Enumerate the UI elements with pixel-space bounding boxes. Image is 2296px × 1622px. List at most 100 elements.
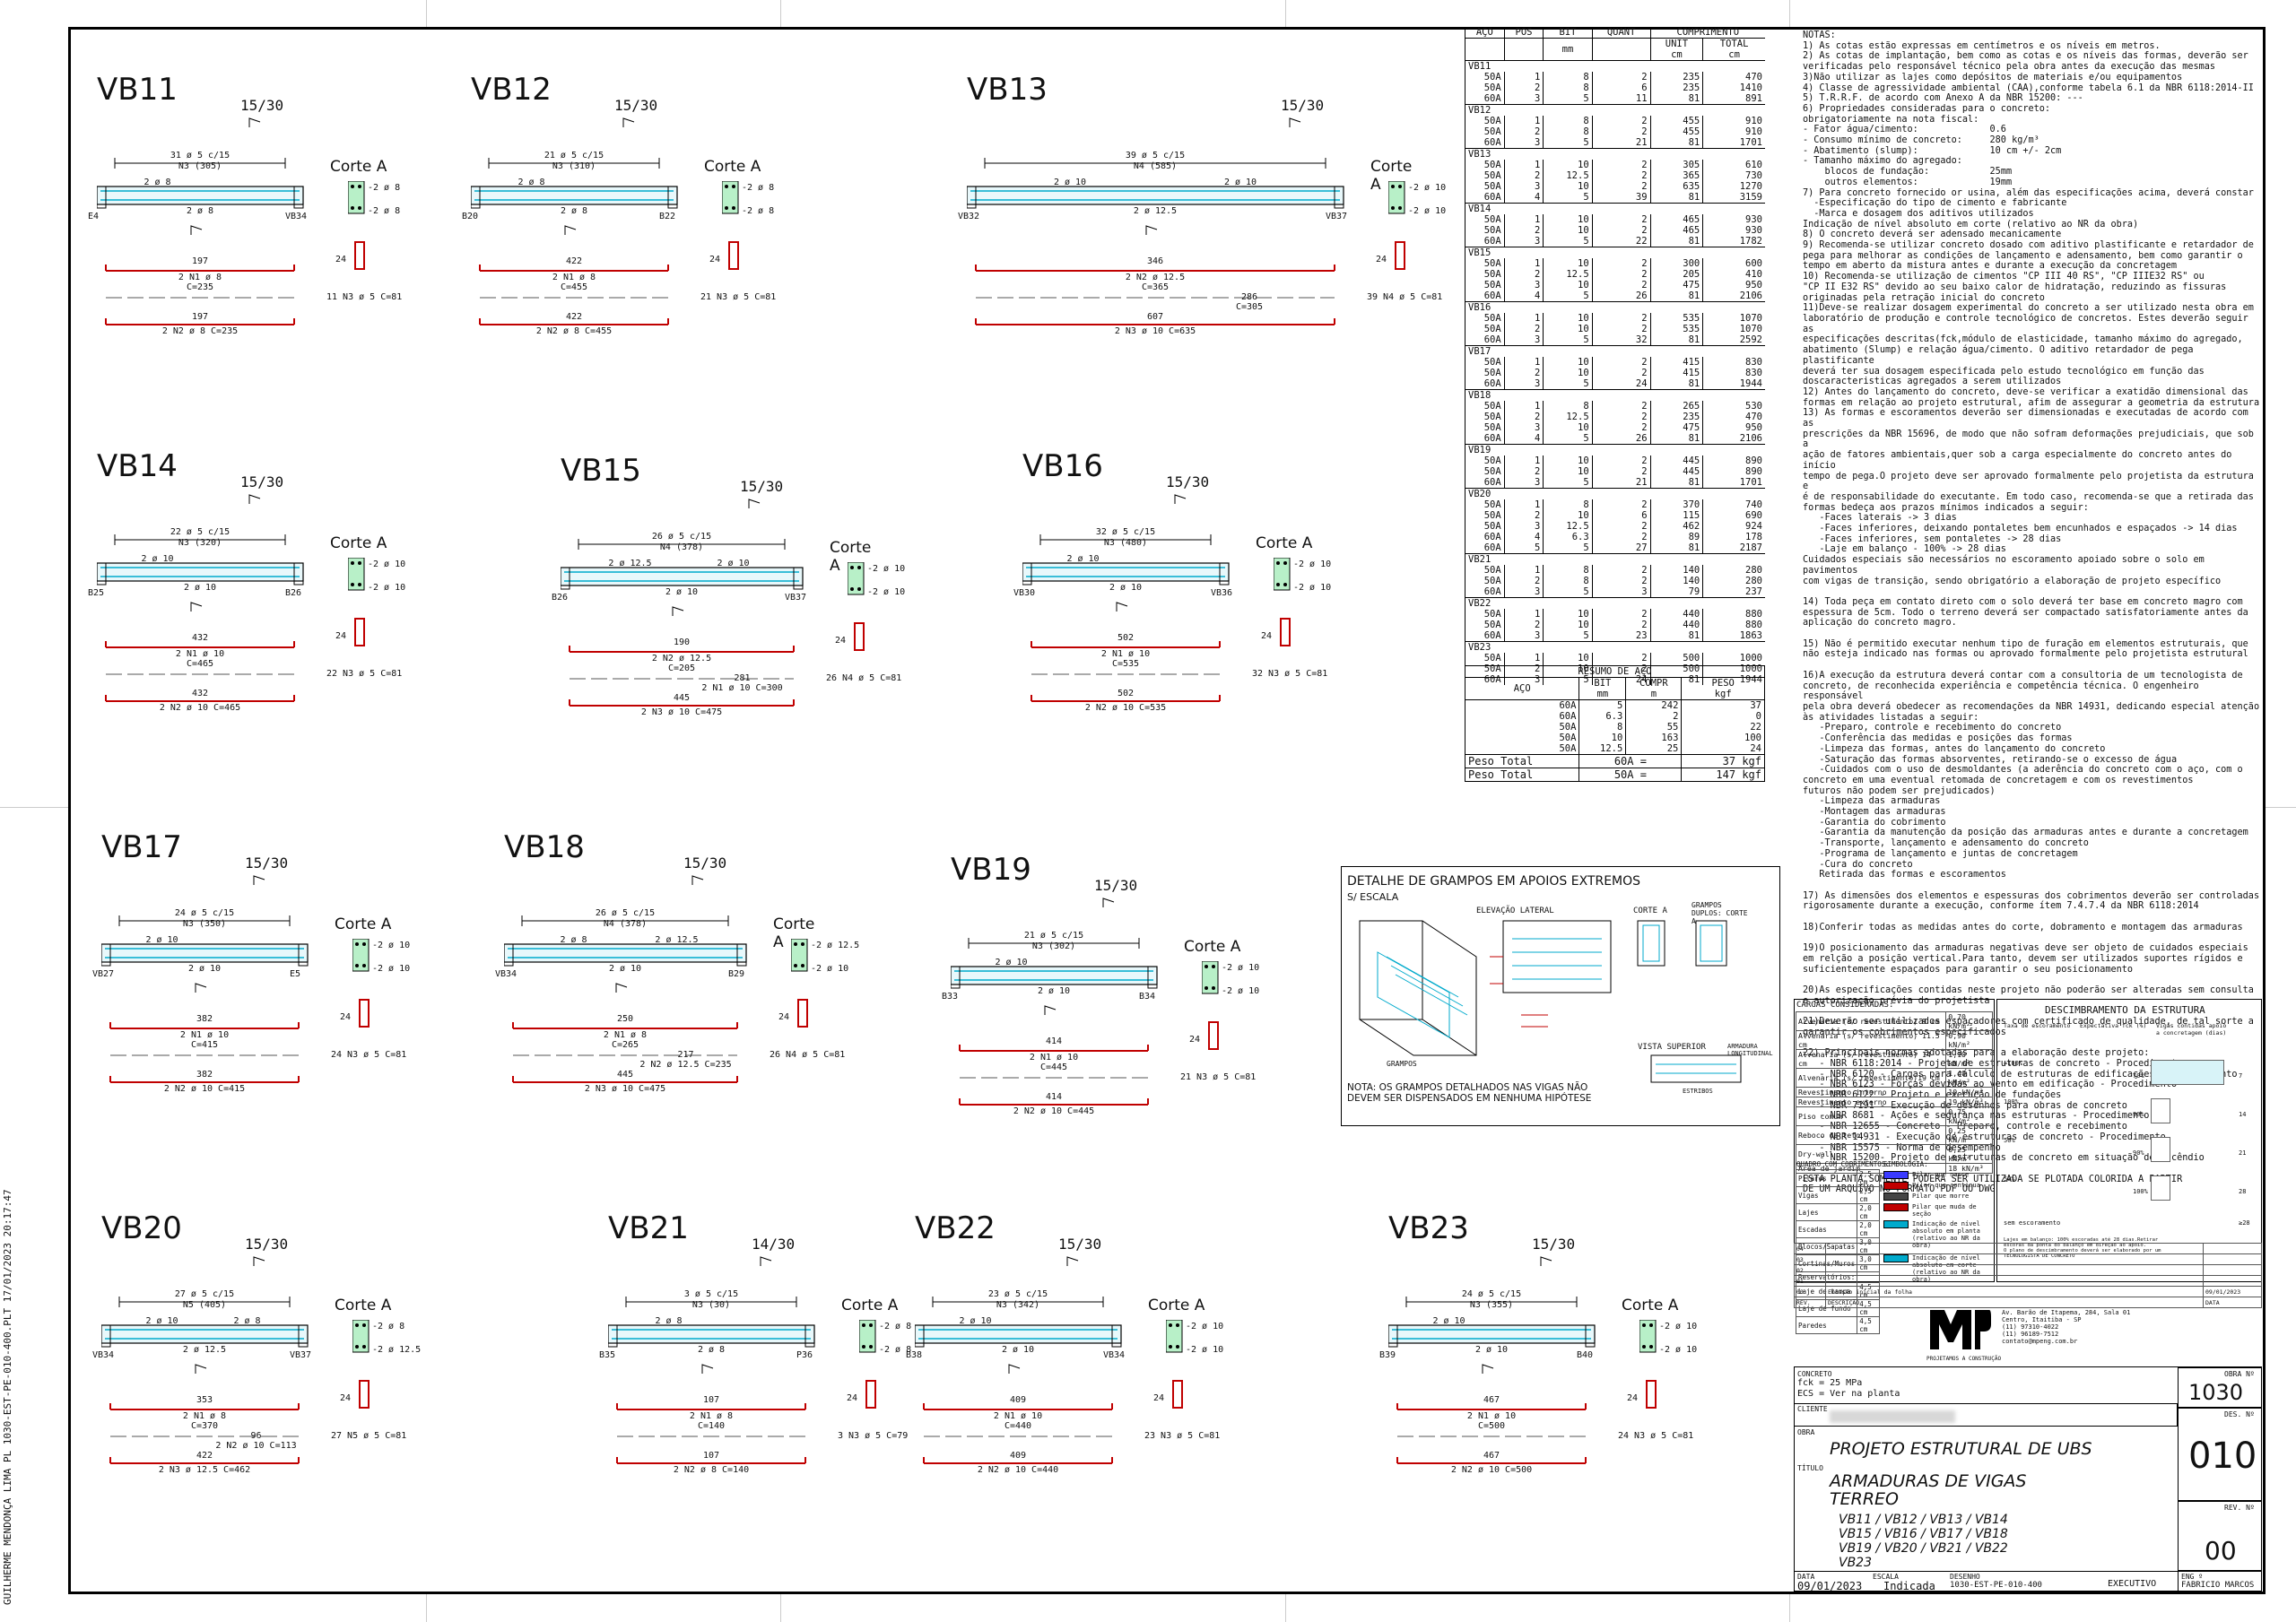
stirrup-note: 3 N3 ø 5 C=79 bbox=[838, 1431, 909, 1441]
shoring-fck: 100% bbox=[2133, 1188, 2148, 1195]
symbol-swatch-icon bbox=[1883, 1220, 1909, 1228]
table-row: 02 bbox=[1794, 1264, 2262, 1276]
support-right: VB37 bbox=[290, 1350, 312, 1360]
section-title: Corte A bbox=[1622, 1297, 1679, 1314]
bottom-bar-label: 2 ø 10 bbox=[1037, 986, 1071, 996]
symbol-item: Pilar que muda de seção bbox=[1883, 1203, 1993, 1218]
steel-header: QUANT bbox=[1591, 27, 1651, 39]
support-right: B34 bbox=[1139, 992, 1156, 1002]
section-ref: 15/30 bbox=[240, 473, 284, 490]
detail-note: NOTA: OS GRAMPOS DETALHADOS NAS VIGAS NÃ… bbox=[1347, 1082, 1592, 1104]
scale-value: Indicada bbox=[1883, 1580, 1935, 1592]
bar1-label: 2 N1 ø 8 bbox=[603, 1030, 648, 1040]
bottom-bar-label: 2 ø 10 bbox=[187, 964, 222, 974]
support-right: VB37 bbox=[1326, 212, 1348, 221]
stirrup-note: 24 N3 ø 5 C=81 bbox=[1618, 1431, 1694, 1441]
section-bottom-bar: -2 ø 10 bbox=[867, 587, 906, 597]
section-height: 24 bbox=[709, 255, 721, 265]
support-left: VB30 bbox=[1013, 588, 1036, 598]
support-right: VB36 bbox=[1211, 588, 1233, 598]
beam-elevation bbox=[471, 117, 678, 325]
stirrup-position: N3 (302) bbox=[1031, 941, 1076, 951]
shoring-foot: sem escoramento bbox=[2004, 1219, 2061, 1227]
beam-title: VB13 bbox=[967, 72, 1048, 108]
stirrup-position: N3 (355) bbox=[1469, 1300, 1514, 1310]
bar2-length: 445 bbox=[673, 693, 691, 703]
section-top-bar: -2 ø 12.5 bbox=[811, 941, 860, 950]
shoring-days: 28 bbox=[2239, 1188, 2247, 1195]
desenho-label: DESENHO bbox=[1950, 1573, 1980, 1581]
support-left: B20 bbox=[462, 212, 479, 221]
steel-group-beam: VB16 bbox=[1465, 301, 1765, 313]
bar2-length: 422 bbox=[565, 312, 583, 322]
beam-elevation bbox=[101, 875, 309, 1083]
section-ref: 15/30 bbox=[683, 854, 727, 872]
section-height: 24 bbox=[778, 1012, 790, 1022]
detail-subtitle: S/ ESCALA bbox=[1347, 891, 1399, 903]
summary-header: COMPR m bbox=[1625, 677, 1682, 700]
section-drawing bbox=[1274, 558, 1291, 646]
top-bar-left: 2 ø 10 bbox=[1432, 1316, 1465, 1326]
steel-group-beam: VB22 bbox=[1465, 597, 1765, 609]
section-drawing bbox=[1639, 1320, 1657, 1409]
drawing-number: 010 bbox=[2188, 1436, 2257, 1477]
shoring-fck: 70% bbox=[2133, 1072, 2144, 1080]
section-drawing bbox=[1202, 961, 1219, 1050]
beam-elevation bbox=[97, 494, 304, 702]
symbol-swatch-icon bbox=[1883, 1171, 1909, 1179]
beam-title: VB14 bbox=[97, 448, 178, 484]
bar2-label: 2 N2 ø 10 C=440 bbox=[977, 1465, 1059, 1475]
bar1-length: 382 bbox=[196, 1014, 213, 1024]
company-logo bbox=[1928, 1305, 1991, 1354]
detail-vista-label: VISTA SUPERIOR bbox=[1638, 1043, 1706, 1052]
steel-group-beam: VB19 bbox=[1465, 444, 1765, 455]
shoring-rate: 50% bbox=[2004, 1137, 2015, 1144]
stirrup-note: 11 N3 ø 5 C=81 bbox=[326, 292, 403, 302]
section-title: Corte A bbox=[1148, 1297, 1205, 1314]
company-tagline: PROJETAMOS A CONSTRUÇÃO bbox=[1926, 1356, 2002, 1362]
section-top-bar: -2 ø 10 bbox=[1186, 1322, 1224, 1331]
summary-header: PESO kgf bbox=[1681, 677, 1765, 700]
bar1-length: 107 bbox=[702, 1395, 720, 1405]
support-left: VB34 bbox=[495, 969, 517, 979]
bar1-cut: C=235 bbox=[186, 282, 214, 292]
steel-group-beam: VB15 bbox=[1465, 247, 1765, 258]
section-title: Corte A bbox=[335, 1297, 392, 1314]
shoring-col-header: Vigas contidas apoio a concretagem (dias… bbox=[2156, 1022, 2227, 1037]
bar1-length: 467 bbox=[1483, 1395, 1500, 1405]
concreto-label: CONCRETO bbox=[1797, 1370, 1832, 1378]
support-left: VB32 bbox=[958, 212, 980, 221]
stirrup-label: 21 ø 5 c/15 bbox=[1023, 931, 1084, 941]
top-bar-left: 2 ø 8 bbox=[517, 178, 545, 187]
company-address: Av. Barão de Itapema, 284, Sala 01 Centr… bbox=[2002, 1309, 2131, 1345]
bar1-label: 2 N1 ø 10 bbox=[1100, 649, 1151, 659]
section-title: Corte A bbox=[704, 158, 761, 176]
beam-elevation bbox=[915, 1256, 1122, 1464]
obra-label: OBRA bbox=[1797, 1428, 1815, 1436]
bar2-label: 2 N3 ø 12.5 C=462 bbox=[158, 1465, 251, 1475]
stirrup-note: 24 N3 ø 5 C=81 bbox=[331, 1050, 407, 1060]
section-title: Corte A bbox=[1370, 158, 1413, 194]
bar3-length: 96 bbox=[250, 1431, 262, 1441]
top-bar-left: 2 ø 8 bbox=[560, 935, 587, 945]
bar1-length: 190 bbox=[673, 638, 691, 647]
symbol-item: Pilar que continua bbox=[1883, 1182, 1993, 1190]
bar2-label: 2 N2 ø 10 C=465 bbox=[159, 703, 241, 713]
steel-group-beam: VB18 bbox=[1465, 389, 1765, 401]
bar3-length: 281 bbox=[734, 673, 751, 683]
